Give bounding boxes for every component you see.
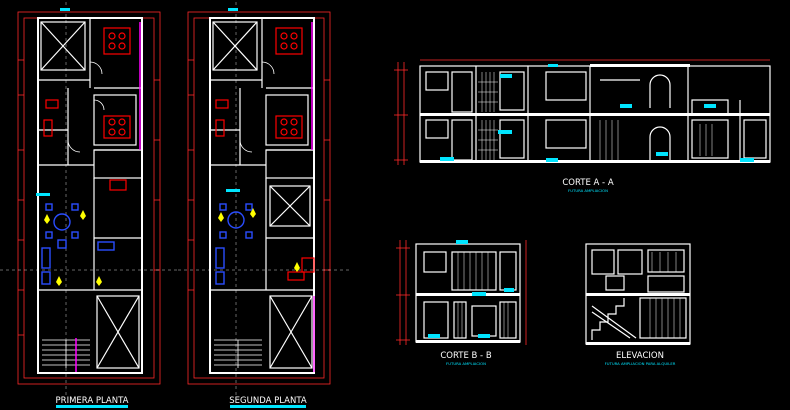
section-a-note: FUTURA AMPLIACION [568,188,608,193]
plan-title-second-underline [230,405,306,408]
plan-title-second: SEGUNDA PLANTA [229,396,307,406]
section-a-title: CORTE A - A [562,178,613,188]
elevation-title: ELEVACION [616,351,664,361]
first-floor-plan [0,2,180,395]
section-b-b: CORTE B - B FUTURA AMPLIACION [396,240,527,366]
second-floor-plan [178,2,350,395]
elevation-note: FUTURA AMPLIACION PARA ALQUILER [605,361,676,366]
elevation: ELEVACION FUTURA AMPLIACION PARA ALQUILE… [585,243,691,366]
section-a-a: CORTE A - A FUTURA AMPLIACION [394,59,771,193]
plan-title-first: PRIMERA PLANTA [56,396,129,406]
plan-title-first-underline [56,405,128,408]
section-b-title: CORTE B - B [440,351,491,361]
section-b-note: FUTURA AMPLIACION [446,361,486,366]
